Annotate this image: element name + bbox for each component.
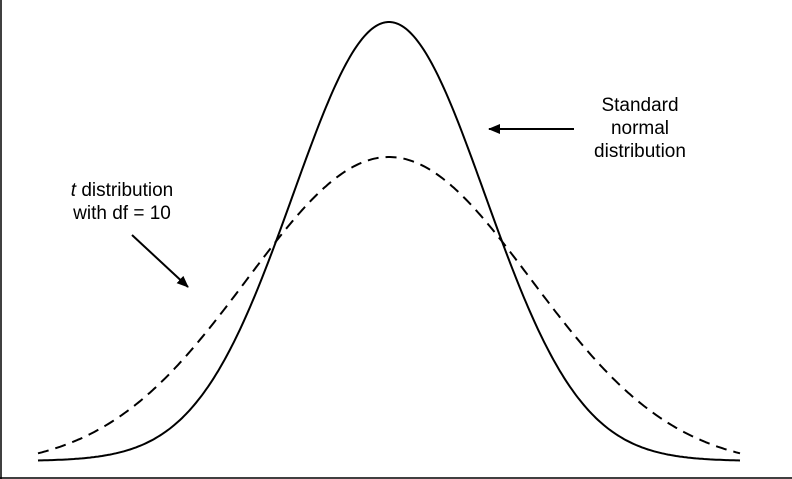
t-distribution-label-line1: t distribution [22,179,222,202]
t-arrow [131,234,189,288]
standard-normal-label-line2: normal [610,118,670,139]
standard-normal-label: Standard normal distribution [540,94,740,163]
t-distribution-label-line1-rest: distribution [76,180,174,201]
t-distribution-label: t distribution with df = 10 [22,179,222,225]
t-symbol: t [70,180,77,201]
standard-normal-label-line3: distribution [594,141,686,162]
t-distribution-curve [37,156,741,455]
standard-normal-curve [37,21,741,462]
standard-normal-label-line1: Standard [601,95,679,116]
t-distribution-label-line2: with df = 10 [73,203,171,224]
